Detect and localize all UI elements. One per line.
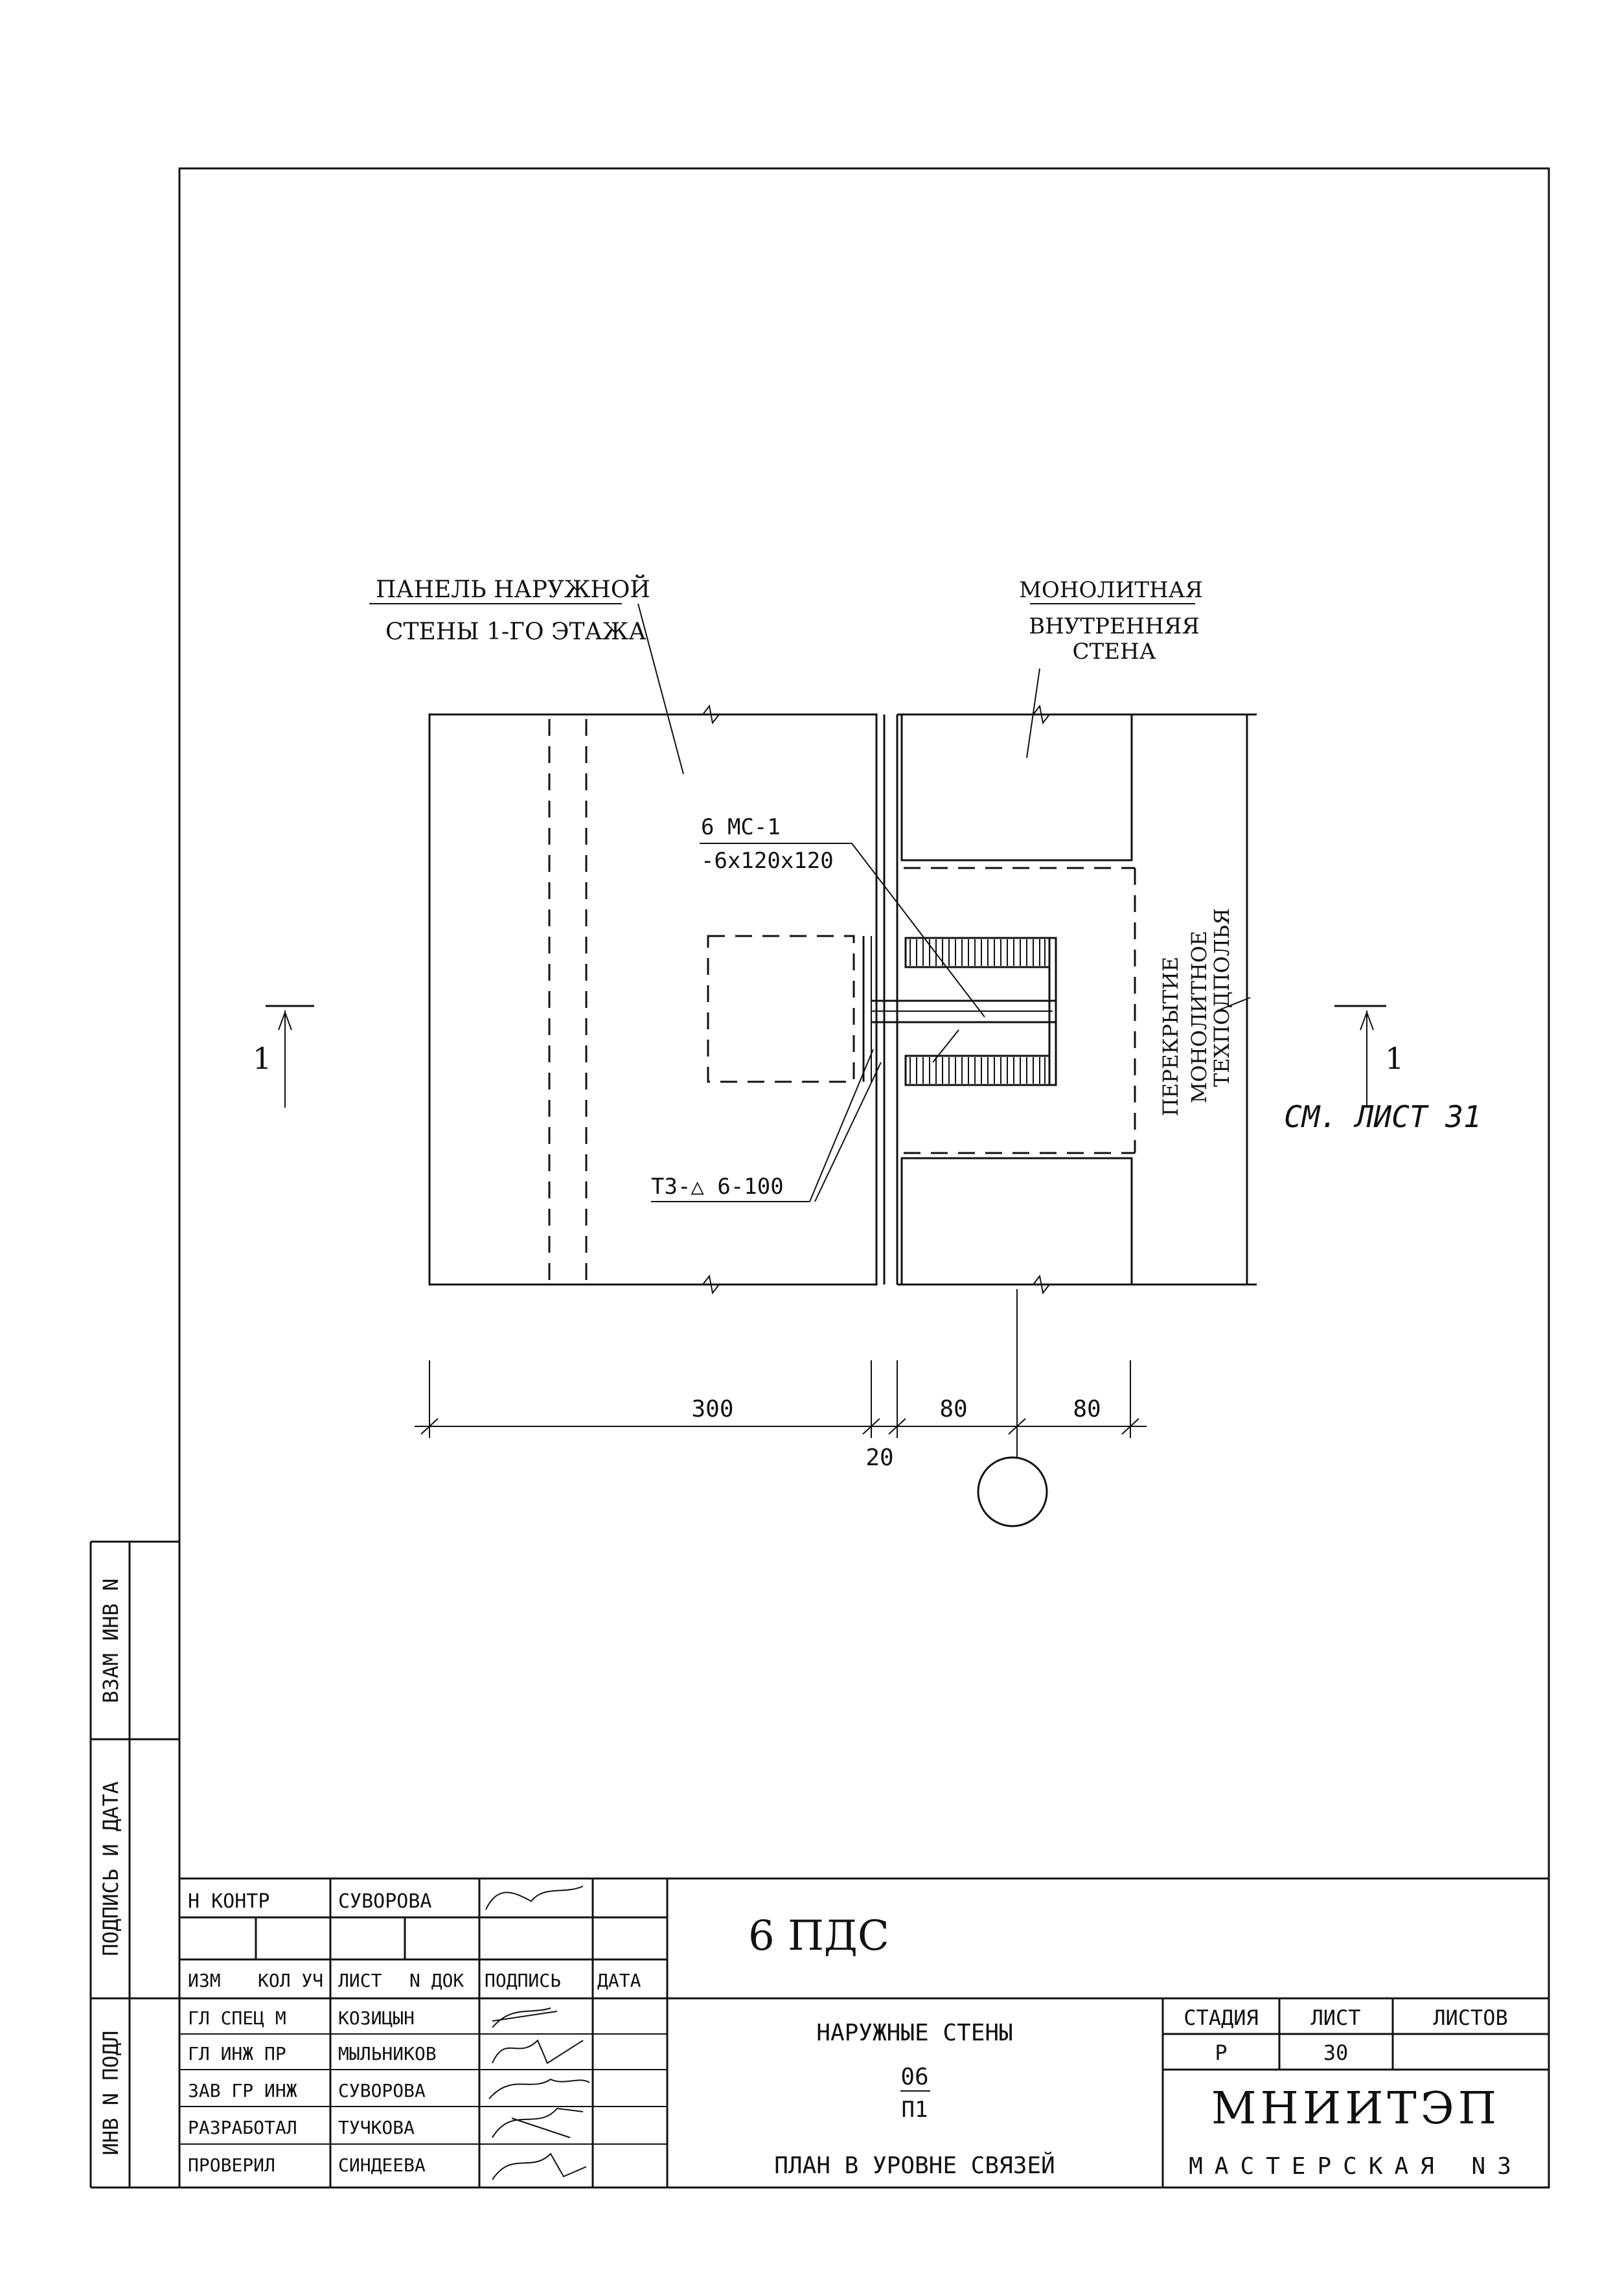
tb-hdr-koluch: КОЛ УЧ	[258, 1970, 323, 1991]
tb-hdr-ndok: N ДОК	[409, 1970, 464, 1991]
tb-name-4: ТУЧКОВА	[338, 2117, 415, 2138]
tb-hdr-sheet: ЛИСТ	[1310, 2005, 1360, 2030]
monolithic-wall-upper	[900, 713, 1133, 862]
tb-name-5: СИНДЕЕВА	[338, 2154, 426, 2176]
label-mono-line1: МОНОЛИТНАЯ	[1019, 577, 1203, 603]
tb-n-kontr-name: СУВОРОВА	[338, 1890, 432, 1913]
tb-hdr-list: ЛИСТ	[338, 1970, 382, 1991]
svg-text:1: 1	[1385, 1041, 1404, 1076]
svg-text:1: 1	[253, 1041, 271, 1076]
tb-sheet-title-1: НАРУЖНЫЕ СТЕНЫ	[816, 2020, 1012, 2046]
tb-workshop: МАСТЕРСКАЯ N3	[1189, 2153, 1523, 2180]
stamp-podpis-data: ПОДПИСЬ И ДАТА	[98, 1781, 123, 1956]
dim-300: 300	[691, 1396, 733, 1422]
tb-hdr-sheets: ЛИСТОВ	[1433, 2005, 1508, 2030]
dim-80-left: 80	[939, 1396, 967, 1422]
label-floor-line2: МОНОЛИТНОЕ	[1187, 931, 1211, 1104]
axis-marker-circle	[977, 1456, 1048, 1527]
label-mono-line3: СТЕНА	[1073, 639, 1156, 665]
tb-name-3: СУВОРОВА	[338, 2080, 426, 2101]
tb-sheet-title-2: ПЛАН В УРОВНЕ СВЯЗЕЙ	[774, 2152, 1055, 2179]
tb-sheet-code-bottom: П1	[902, 2097, 928, 2123]
dim-20: 20	[865, 1445, 893, 1471]
label-weld: Т3-△ 6-100	[651, 1174, 784, 1200]
tb-role-1: ГЛ СПЕЦ М	[188, 2007, 286, 2029]
tb-n-kontr-label: Н КОНТР	[188, 1890, 269, 1913]
tb-hdr-data: ДАТА	[597, 1970, 641, 1991]
tb-hdr-izm: ИЗМ	[188, 1970, 221, 1991]
signatures	[485, 1886, 590, 2180]
external-wall-panel	[428, 713, 878, 1286]
tb-role-5: ПРОВЕРИЛ	[188, 2154, 275, 2176]
tb-project-code: 6 ПДС	[748, 1912, 889, 1960]
steel-connection	[871, 937, 1057, 1086]
section-mark-left: 1	[253, 1005, 314, 1108]
tb-hdr-podpis: ПОДПИСЬ	[485, 1970, 561, 1991]
plan-drawing: 1 1 300 20 80 80	[253, 575, 1481, 1527]
label-mono-line2: ВНУТРЕННЯЯ	[1029, 613, 1200, 639]
stamp-vzam-inv: ВЗАМ ИНВ N	[98, 1579, 123, 1704]
tb-role-2: ГЛ ИНЖ ПР	[188, 2043, 286, 2064]
tb-stage: Р	[1215, 2040, 1227, 2065]
label-floor-line1: ПЕРЕКРЫТИЕ	[1158, 957, 1183, 1117]
tb-org-name: МНИИТЭП	[1211, 2083, 1500, 2134]
title-block: Н КОНТР СУВОРОВА ИЗМ КОЛ УЧ ЛИСТ N ДОК П…	[179, 1877, 1549, 2187]
label-plate-line1: 6 МС-1	[701, 814, 781, 840]
label-floor-line3: ТЕХПОДПОЛЬЯ	[1209, 908, 1234, 1087]
monolithic-wall-lower	[900, 1157, 1133, 1286]
tb-sheet-code-top: 06	[900, 2064, 928, 2090]
tb-name-1: КОЗИЦЫН	[338, 2007, 415, 2029]
drawing-frame	[178, 167, 1550, 2189]
ref-note: СМ. ЛИСТ 31	[1284, 1099, 1481, 1134]
dim-80-right: 80	[1073, 1396, 1101, 1422]
label-panel-line1: ПАНЕЛЬ НАРУЖНОЙ	[376, 575, 650, 603]
dimension-lines: 300 20 80 80	[415, 1289, 1147, 1527]
tb-name-2: МЫЛЬНИКОВ	[338, 2043, 437, 2064]
stamp-inv-podl: ИНВ N ПОДЛ	[98, 2031, 123, 2156]
tb-role-3: ЗАВ ГР ИНЖ	[188, 2080, 297, 2101]
tb-role-4: РАЗРАБОТАЛ	[188, 2117, 297, 2138]
label-plate-line2: -6x120x120	[701, 848, 834, 874]
section-mark-right: 1	[1334, 1005, 1404, 1108]
tb-hdr-stage: СТАДИЯ	[1184, 2005, 1259, 2030]
side-stamp: ВЗАМ ИНВ N ПОДПИСЬ И ДАТА ИНВ N ПОДЛ	[89, 1540, 179, 2189]
embedded-plate-dashed	[707, 935, 855, 1083]
tb-sheet-number: 30	[1323, 2040, 1349, 2065]
label-panel-line2: СТЕНЫ 1-ГО ЭТАЖА	[385, 619, 646, 645]
